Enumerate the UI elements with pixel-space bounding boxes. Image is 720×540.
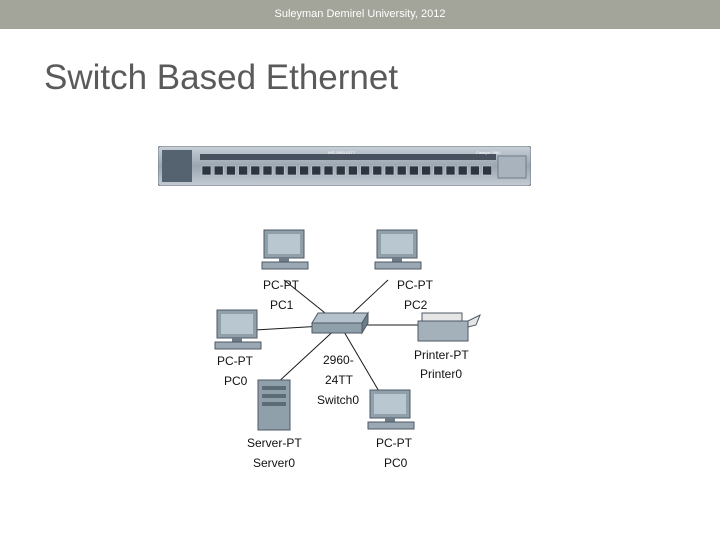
switch-port (396, 165, 407, 176)
switch-port (421, 165, 431, 176)
switch-front-panel-image: WS-2960-24TT Catalyst 2960 (158, 146, 531, 186)
switch-port (470, 165, 480, 176)
printer0-icon[interactable] (417, 312, 481, 342)
switch-ports (201, 165, 492, 176)
pc1-type-label: PC-PT (263, 278, 300, 292)
switch-model-text: WS-2960-24TT (328, 150, 356, 155)
switch-port (226, 165, 236, 176)
link-switch-pc0-bottom (339, 324, 381, 394)
switch-port (250, 165, 261, 176)
switch-port (384, 165, 395, 176)
switch-port (445, 165, 456, 176)
switch-port (213, 165, 224, 176)
switch-name-label: Switch0 (317, 393, 359, 407)
switch-port (299, 165, 309, 176)
switch-port (348, 165, 358, 176)
switch-port (323, 165, 334, 176)
server-name-label: Server0 (253, 456, 295, 470)
switch0-icon[interactable] (311, 311, 369, 335)
switch-port (238, 165, 248, 176)
header-bar: Suleyman Demirel University, 2012 (0, 0, 720, 29)
pc0-bottom-name-label: PC0 (384, 456, 408, 470)
server-type-label: Server-PT (247, 436, 302, 450)
slide-title: Switch Based Ethernet (44, 58, 399, 97)
pc2-name-label: PC2 (404, 298, 428, 312)
pc0-left-name-label: PC0 (224, 374, 248, 388)
switch-port (274, 165, 285, 176)
switch-port (360, 165, 370, 176)
pc2-icon[interactable] (374, 229, 422, 270)
pc1-name-label: PC1 (270, 298, 294, 312)
switch-type-label-2: 24TT (325, 373, 354, 387)
header-text: Suleyman Demirel University, 2012 (274, 8, 446, 20)
link-switch-server (274, 324, 341, 386)
switch-port (287, 165, 297, 176)
pc0-left-type-label: PC-PT (217, 354, 254, 368)
switch-port (311, 165, 322, 176)
pc0-bottom-type-label: PC-PT (376, 436, 413, 450)
switch-type-label-1: 2960- (323, 353, 354, 367)
pc1-icon[interactable] (261, 229, 309, 270)
switch-port (409, 165, 419, 176)
switch-port (201, 165, 212, 176)
pc0-left-icon[interactable] (214, 309, 262, 350)
pc0-bottom-icon[interactable] (367, 389, 415, 430)
switch-port (335, 165, 346, 176)
printer-name-label: Printer0 (420, 367, 462, 381)
network-topology-diagram: PC-PT PC1 PC-PT PC2 PC-PT PC0 2960- 24TT… (214, 229, 481, 470)
pc2-type-label: PC-PT (397, 278, 434, 292)
switch-port (433, 165, 444, 176)
switch-port (372, 165, 383, 176)
printer-type-label: Printer-PT (414, 348, 469, 362)
switch-port (482, 165, 492, 176)
server0-icon[interactable] (257, 379, 291, 431)
switch-brand-text: Catalyst 2960 (476, 150, 501, 155)
switch-port (457, 165, 468, 176)
switch-port (262, 165, 273, 176)
